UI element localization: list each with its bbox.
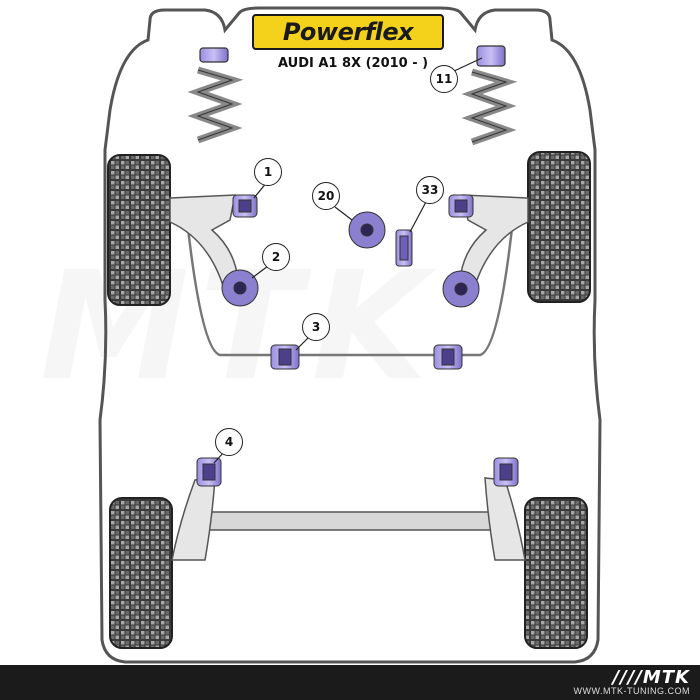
car-body xyxy=(98,6,602,664)
bush-3-right xyxy=(433,344,463,370)
front-left-tyre xyxy=(107,154,171,306)
callout-3: 3 xyxy=(302,313,330,341)
bush-2-right xyxy=(442,270,480,308)
callout-4: 4 xyxy=(215,428,243,456)
front-right-tyre xyxy=(527,151,591,303)
vehicle-model-label: AUDI A1 8X (2010 - ) xyxy=(278,56,429,71)
powerflex-logo: Powerflex xyxy=(252,14,444,50)
callout-20: 20 xyxy=(312,182,340,210)
callout-33: 33 xyxy=(416,176,444,204)
bush-4 xyxy=(196,457,222,487)
rear-axle-beam xyxy=(199,511,501,531)
mtk-url: WWW.MTK-TUNING.COM xyxy=(573,686,690,696)
mtk-logo: ////MTK xyxy=(612,667,690,688)
bush-33 xyxy=(395,229,413,267)
bush-1 xyxy=(232,194,258,218)
bush-4-right xyxy=(493,457,519,487)
bush-2 xyxy=(221,269,259,307)
rear-right-trailing-arm xyxy=(484,477,526,561)
bush-1-right xyxy=(448,194,474,218)
right-spring xyxy=(461,45,518,146)
rear-right-tyre xyxy=(524,497,588,649)
rear-left-tyre xyxy=(109,497,173,649)
callout-11: 11 xyxy=(430,65,458,93)
callout-2: 2 xyxy=(262,243,290,271)
callout-1: 1 xyxy=(254,158,282,186)
powerflex-logo-text: Powerflex xyxy=(252,14,444,50)
footer-bar: ////MTK WWW.MTK-TUNING.COM xyxy=(0,665,700,700)
rear-left-trailing-arm xyxy=(171,477,216,561)
leader-lines xyxy=(213,57,483,464)
bush-3 xyxy=(270,344,300,370)
bush-20 xyxy=(348,211,386,249)
left-spring xyxy=(187,47,244,144)
